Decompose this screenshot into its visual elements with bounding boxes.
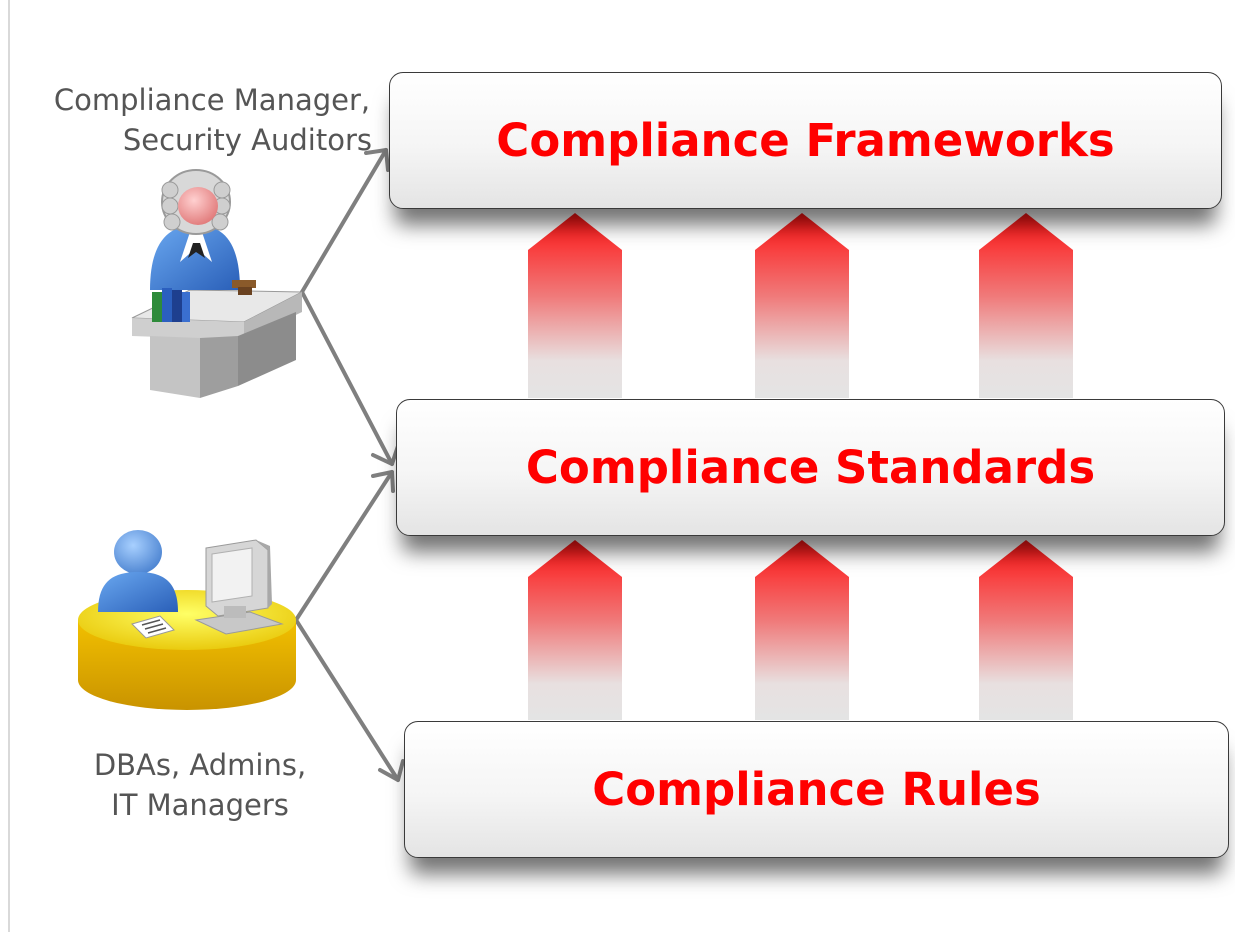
up-arrow <box>979 213 1073 398</box>
up-arrow <box>755 213 849 398</box>
up-arrow <box>979 540 1073 720</box>
box-label: Compliance Frameworks <box>496 114 1115 167</box>
auditor-at-desk-icon <box>131 169 303 398</box>
arrow-group-lower <box>528 540 1073 720</box>
connectors <box>294 148 405 782</box>
arrow-group-upper <box>528 213 1073 398</box>
compliance-standards-box: Compliance Standards <box>396 399 1225 536</box>
role-line: Security Auditors <box>122 123 372 157</box>
connector-line <box>300 148 388 294</box>
role-label-bottom: DBAs, Admins, IT Managers <box>40 745 360 825</box>
role-line: IT Managers <box>111 788 289 822</box>
role-line: Compliance Manager, <box>53 83 371 117</box>
up-arrow <box>528 213 622 398</box>
up-arrow <box>528 540 622 720</box>
box-label: Compliance Rules <box>592 763 1041 816</box>
arrowhead <box>371 470 395 493</box>
connector-line <box>294 618 400 782</box>
compliance-rules-box: Compliance Rules <box>404 721 1229 858</box>
up-arrow <box>755 540 849 720</box>
admin-at-computer-icon <box>78 530 296 710</box>
role-label-top: Compliance Manager, Security Auditors <box>22 80 402 160</box>
arrowhead <box>378 759 405 782</box>
compliance-frameworks-box: Compliance Frameworks <box>389 72 1222 209</box>
connector-line <box>294 470 394 622</box>
arrowhead <box>364 148 390 172</box>
role-line: DBAs, Admins, <box>93 748 307 782</box>
box-label: Compliance Standards <box>525 441 1096 494</box>
connector-line <box>300 290 394 466</box>
left-border-line <box>8 0 10 932</box>
